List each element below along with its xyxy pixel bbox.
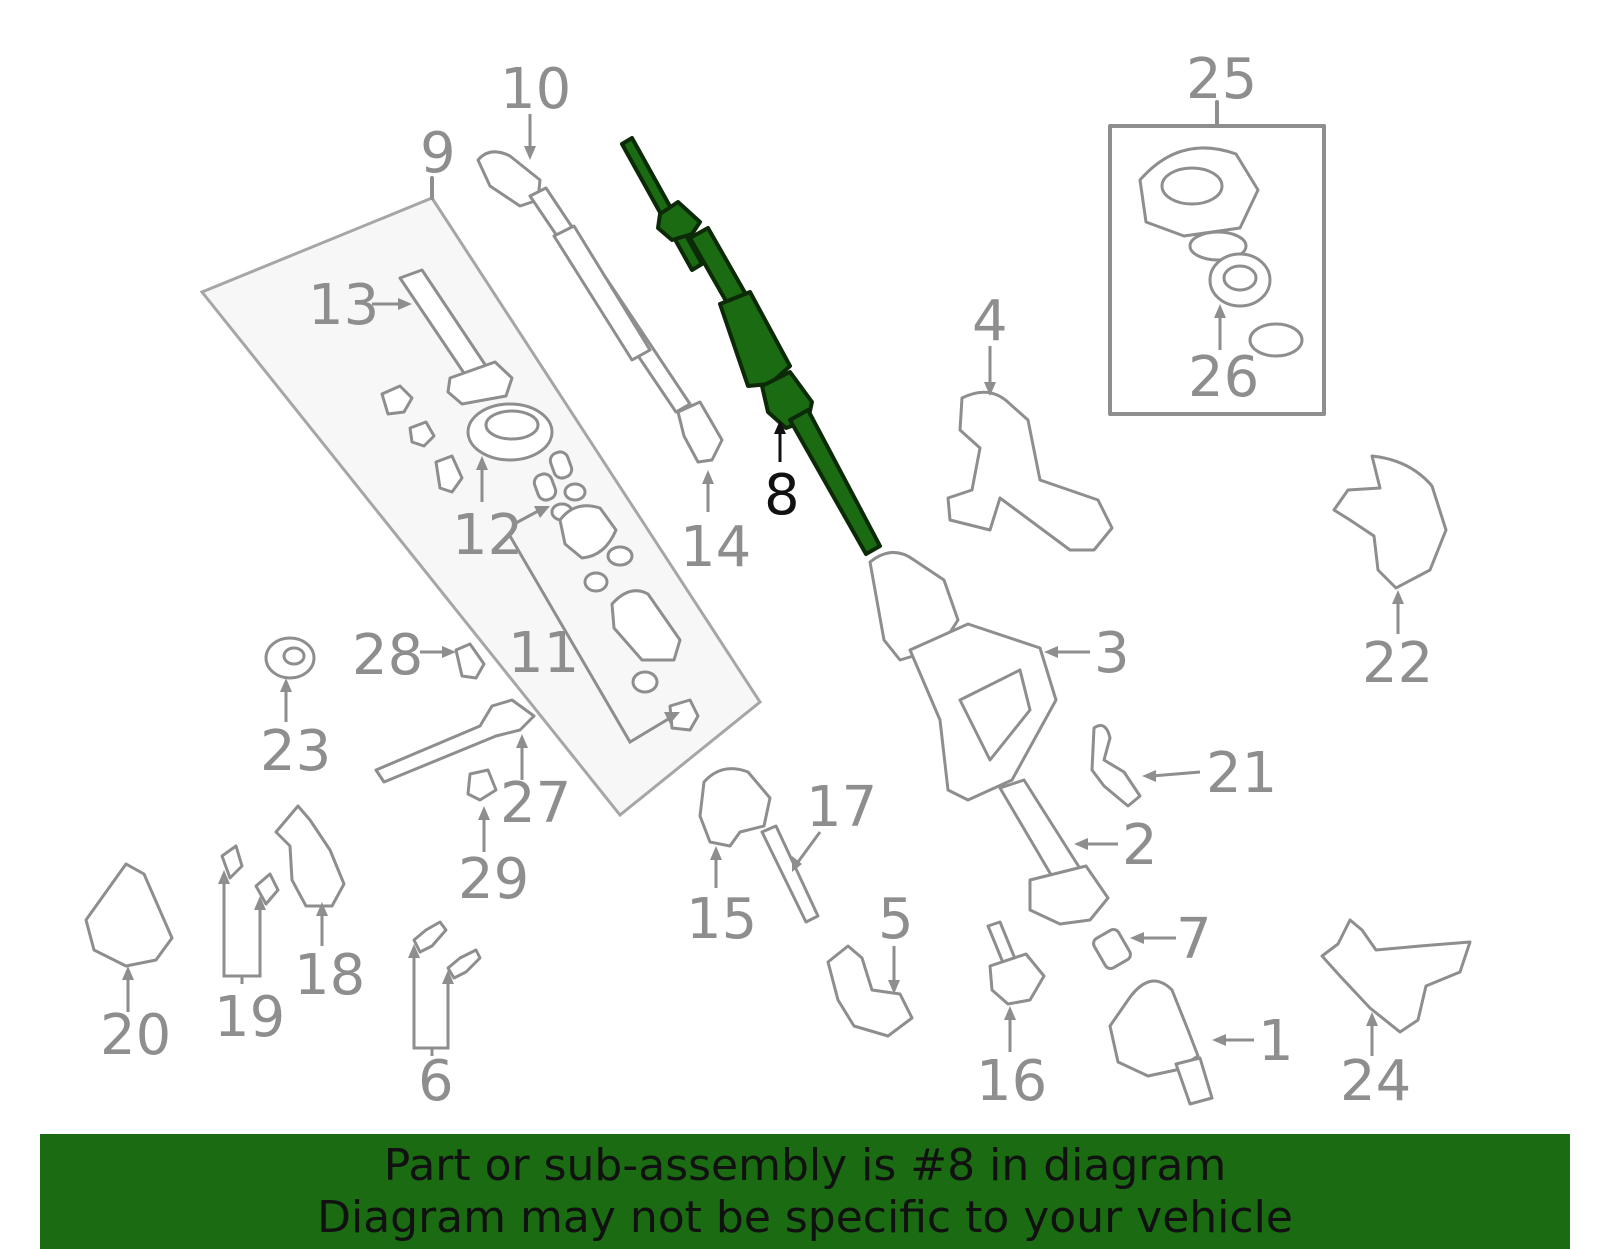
callout-23: 23 <box>260 719 331 784</box>
callout-21: 21 <box>1206 741 1277 806</box>
part-25-pad <box>1138 146 1260 262</box>
part-6-screws <box>412 920 482 980</box>
callout-29: 29 <box>458 847 529 912</box>
banner-line-2: Diagram may not be specific to your vehi… <box>317 1192 1293 1243</box>
part-16-bolt <box>986 920 1046 1006</box>
callout-3: 3 <box>1094 621 1130 686</box>
callout-24: 24 <box>1340 1049 1411 1114</box>
callout-1: 1 <box>1258 1009 1294 1074</box>
callout-25: 25 <box>1186 47 1257 112</box>
callout-17: 17 <box>806 775 877 840</box>
part-2-tube <box>998 778 1110 926</box>
group-9-outline <box>199 196 762 818</box>
part-18-bracket <box>274 804 346 908</box>
callout-12: 12 <box>452 503 523 568</box>
callout-26: 26 <box>1188 345 1259 410</box>
part-12-housing <box>466 402 554 462</box>
callout-14: 14 <box>680 515 751 580</box>
part-19-clips <box>220 844 280 906</box>
part-3-column <box>868 551 1058 802</box>
part-23-grommet <box>264 636 316 680</box>
callout-20: 20 <box>100 1003 171 1068</box>
part-22-cover <box>1332 454 1448 590</box>
leader-lines <box>122 114 1404 1056</box>
callout-5: 5 <box>878 887 914 952</box>
callout-2: 2 <box>1122 813 1158 878</box>
info-banner: Part or sub-assembly is #8 in diagram Di… <box>40 1134 1570 1249</box>
callout-9: 9 <box>420 121 456 186</box>
callout-13: 13 <box>308 273 379 338</box>
callout-27: 27 <box>500 771 571 836</box>
part-20-cover <box>84 862 174 968</box>
banner-line-1: Part or sub-assembly is #8 in diagram <box>383 1140 1227 1191</box>
callout-28: 28 <box>352 623 423 688</box>
callout-4: 4 <box>972 289 1008 354</box>
callout-11: 11 <box>508 621 579 686</box>
part-13-shaft <box>398 268 514 406</box>
part-28-clip <box>454 642 486 680</box>
callout-8: 8 <box>764 463 800 528</box>
part-8-shaft-highlighted <box>620 136 882 556</box>
group-9-small-parts <box>380 384 700 732</box>
part-29-block <box>466 768 498 802</box>
callout-19: 19 <box>214 985 285 1050</box>
part-1-housing <box>1108 979 1214 1106</box>
part-15-switch <box>698 767 772 848</box>
part-21-clip <box>1090 724 1142 808</box>
callout-6: 6 <box>418 1049 454 1114</box>
part-5-bracket <box>826 944 914 1038</box>
callout-15: 15 <box>686 887 757 952</box>
part-26-cap <box>1208 252 1304 358</box>
callout-10: 10 <box>500 57 571 122</box>
callout-18: 18 <box>294 943 365 1008</box>
part-4-bracket <box>946 390 1114 552</box>
part-17-sensor <box>760 824 820 924</box>
part-7-spring <box>1092 927 1132 971</box>
callout-22: 22 <box>1362 631 1433 696</box>
callout-16: 16 <box>976 1049 1047 1114</box>
part-27-lever <box>374 698 536 784</box>
part-10-14-shaft <box>476 150 724 464</box>
callout-7: 7 <box>1176 907 1212 972</box>
part-24-bracket <box>1320 918 1472 1034</box>
